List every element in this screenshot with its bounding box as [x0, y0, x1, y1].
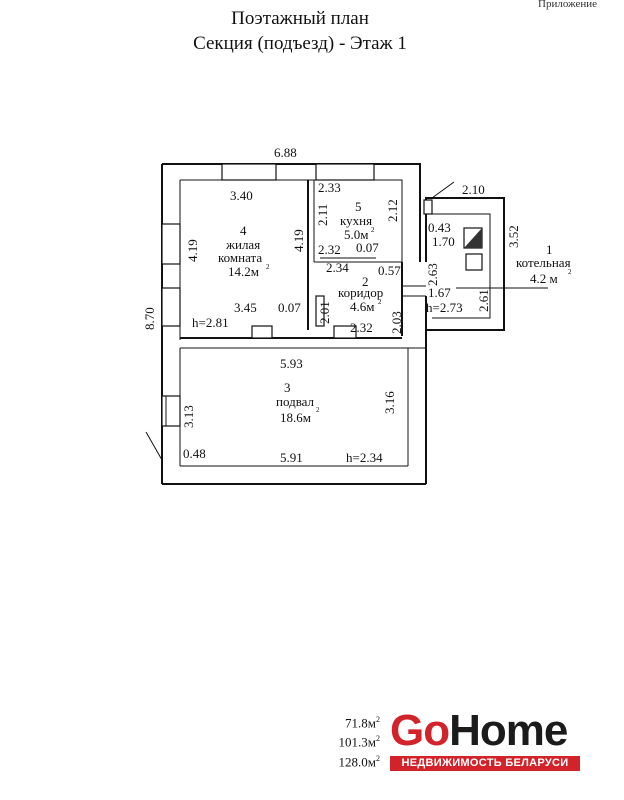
height-234: h=2.34 [346, 450, 383, 465]
boiler-window [423, 199, 433, 215]
window-top-2 [315, 163, 375, 181]
dim-593: 5.93 [280, 356, 303, 371]
window-left-1 [161, 223, 181, 265]
room-4-area: 14.2м [228, 264, 259, 279]
door-step-2 [333, 325, 357, 339]
dim-212: 2.12 [385, 199, 400, 222]
dim-419b: 4.19 [291, 229, 306, 252]
dim-top-688: 6.88 [274, 145, 297, 160]
room-3-number: 3 [284, 380, 291, 395]
room-2-area: 4.6м [350, 299, 374, 314]
boiler-room-inner [432, 213, 491, 319]
total-line-2: 101.3м2 [338, 734, 380, 750]
room-5-area: 5.0м [344, 227, 368, 242]
plan-subtitle: Секция (подъезд) - Этаж 1 [193, 33, 407, 54]
room-3-label: 3 подвал 18.6м 2 [276, 380, 320, 425]
total-line-1: 71.8м2 [345, 715, 380, 731]
height-273: h=2.73 [426, 300, 463, 315]
dim-234: 2.34 [326, 260, 349, 275]
room-2-area-sup: 2 [378, 298, 382, 306]
room-3-area-sup: 2 [316, 406, 320, 414]
dim-352: 3.52 [506, 225, 521, 248]
boiler-door-mark [431, 181, 455, 199]
room-5-number: 5 [355, 199, 362, 214]
dim-419a: 4.19 [185, 239, 200, 262]
dim-313: 3.13 [181, 405, 196, 428]
dim-007a: 0.07 [356, 240, 379, 255]
dim-211: 2.11 [315, 204, 330, 226]
room-3-area: 18.6м [280, 410, 311, 425]
boiler-room-outer [426, 197, 505, 331]
dim-167: 1.67 [428, 285, 451, 300]
dim-870: 8.70 [142, 307, 157, 330]
dim-316: 3.16 [382, 391, 397, 414]
room-4-label: 4 жилая комната 14.2м 2 [218, 223, 270, 279]
room-3-name: подвал [276, 394, 315, 409]
appendix-label: Приложение [538, 0, 598, 10]
boiler-equipment-hatch [464, 228, 482, 248]
dim-057: 0.57 [378, 263, 401, 278]
dim-203: 2.03 [389, 311, 404, 334]
room-2-label: 2 коридор 4.6м 2 [338, 274, 383, 314]
room-5-name: кухня [340, 213, 372, 228]
gohome-logo: GoHome НЕДВИЖИМОСТЬ БЕЛАРУСИ [390, 708, 580, 774]
plan-title: Поэтажный план [231, 8, 369, 29]
room-5-label: 5 кухня 5.0м 2 [340, 199, 375, 242]
dim-007b: 0.07 [278, 300, 301, 315]
dim-170: 1.70 [432, 234, 455, 249]
door-step-1 [251, 325, 273, 339]
room-4-number: 4 [240, 223, 247, 238]
room-1-number: 1 [546, 242, 553, 257]
logo-wordmark: GoHome [390, 706, 568, 755]
room-2-name: коридор [338, 285, 383, 300]
dim-232a: 2.32 [318, 242, 341, 257]
window-top-1 [221, 163, 277, 181]
dim-043: 0.43 [428, 220, 451, 235]
window-left-2 [161, 287, 181, 327]
dim-201: 2.01 [317, 301, 332, 324]
logo-tagline: НЕДВИЖИМОСТЬ БЕЛАРУСИ [390, 756, 580, 771]
room-4-name2: комната [218, 250, 262, 265]
area-totals: 71.8м2 101.3м2 128.0м2 [310, 712, 380, 770]
height-281: h=2.81 [192, 315, 229, 330]
room-1-area: 4.2 м [530, 271, 558, 286]
dim-263: 2.63 [425, 263, 440, 286]
dim-048: 0.48 [183, 446, 206, 461]
window-left-3 [161, 395, 181, 427]
boiler-equipment-2 [465, 253, 483, 271]
room-1-name: котельная [516, 255, 571, 270]
plan-header: Поэтажный план Секция (подъезд) - Этаж 1 [0, 6, 600, 56]
total-line-3: 128.0м2 [338, 753, 380, 769]
dim-340: 3.40 [230, 188, 253, 203]
room-1-area-sup: 2 [568, 268, 572, 276]
room-1-label: 1 котельная 4.2 м 2 [516, 242, 572, 286]
dim-233: 2.33 [318, 180, 341, 195]
dim-591: 5.91 [280, 450, 303, 465]
entrance-mark [145, 431, 163, 461]
room-4-area-sup: 2 [266, 263, 270, 271]
boiler-room-wall [425, 197, 472, 262]
door-step-3 [315, 295, 325, 327]
dim-232b: 2.32 [350, 320, 373, 335]
dim-345: 3.45 [234, 300, 257, 315]
dim-261: 2.61 [476, 289, 491, 312]
dim-210: 2.10 [462, 182, 485, 197]
room-5-area-sup: 2 [371, 226, 375, 234]
room-2-number: 2 [362, 274, 369, 289]
room-4-name1: жилая [225, 237, 260, 252]
